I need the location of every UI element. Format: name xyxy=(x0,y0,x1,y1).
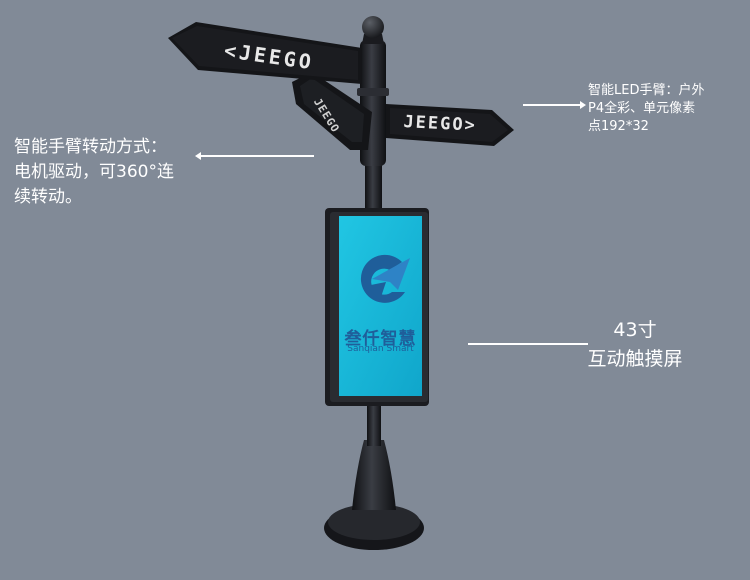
arm-rotation-line3: 续转动。 xyxy=(14,187,82,207)
arm-rotation-line1: 智能手臂转动方式： xyxy=(14,137,167,157)
lower-pole xyxy=(367,396,381,446)
led-arm-line2: P4全彩、单元像素 xyxy=(588,101,696,116)
left-arrow-sign xyxy=(168,22,362,84)
led-arm-line1: 智能LED手臂：户外 xyxy=(588,83,705,98)
screen-brand-en: Sanqian Smart xyxy=(347,344,414,354)
led-arm-annotation: 智能LED手臂：户外 P4全彩、单元像素 点192*32 xyxy=(588,82,704,136)
right-arrow-sign xyxy=(386,104,514,146)
arm-rotation-pointer-line xyxy=(200,155,314,157)
pole-base xyxy=(324,440,424,550)
top-ball xyxy=(362,16,384,38)
arm-rotation-annotation: 智能手臂转动方式： 电机驱动，可360°连 续转动。 xyxy=(14,135,174,210)
touch-screen[interactable] xyxy=(339,216,422,396)
arm-rotation-arrowhead xyxy=(195,152,201,160)
led-arm-arrowhead xyxy=(580,101,586,109)
led-arm-pointer-line xyxy=(523,104,581,106)
screen-annotation: 43寸 互动触摸屏 xyxy=(560,316,710,374)
screen-pointer-line xyxy=(468,343,588,345)
arm-rotation-line2: 电机驱动，可360°连 xyxy=(14,162,174,182)
right-sign-led-text: JEEGO> xyxy=(402,112,478,136)
brand-logo xyxy=(360,254,410,303)
back-arrow-sign xyxy=(292,72,372,150)
led-arm-line3: 点192*32 xyxy=(588,119,649,134)
screen-line2: 互动触摸屏 xyxy=(587,348,683,370)
screen-brand-cn: 叁仟智慧 xyxy=(344,329,417,349)
screen-line1: 43寸 xyxy=(613,319,657,341)
